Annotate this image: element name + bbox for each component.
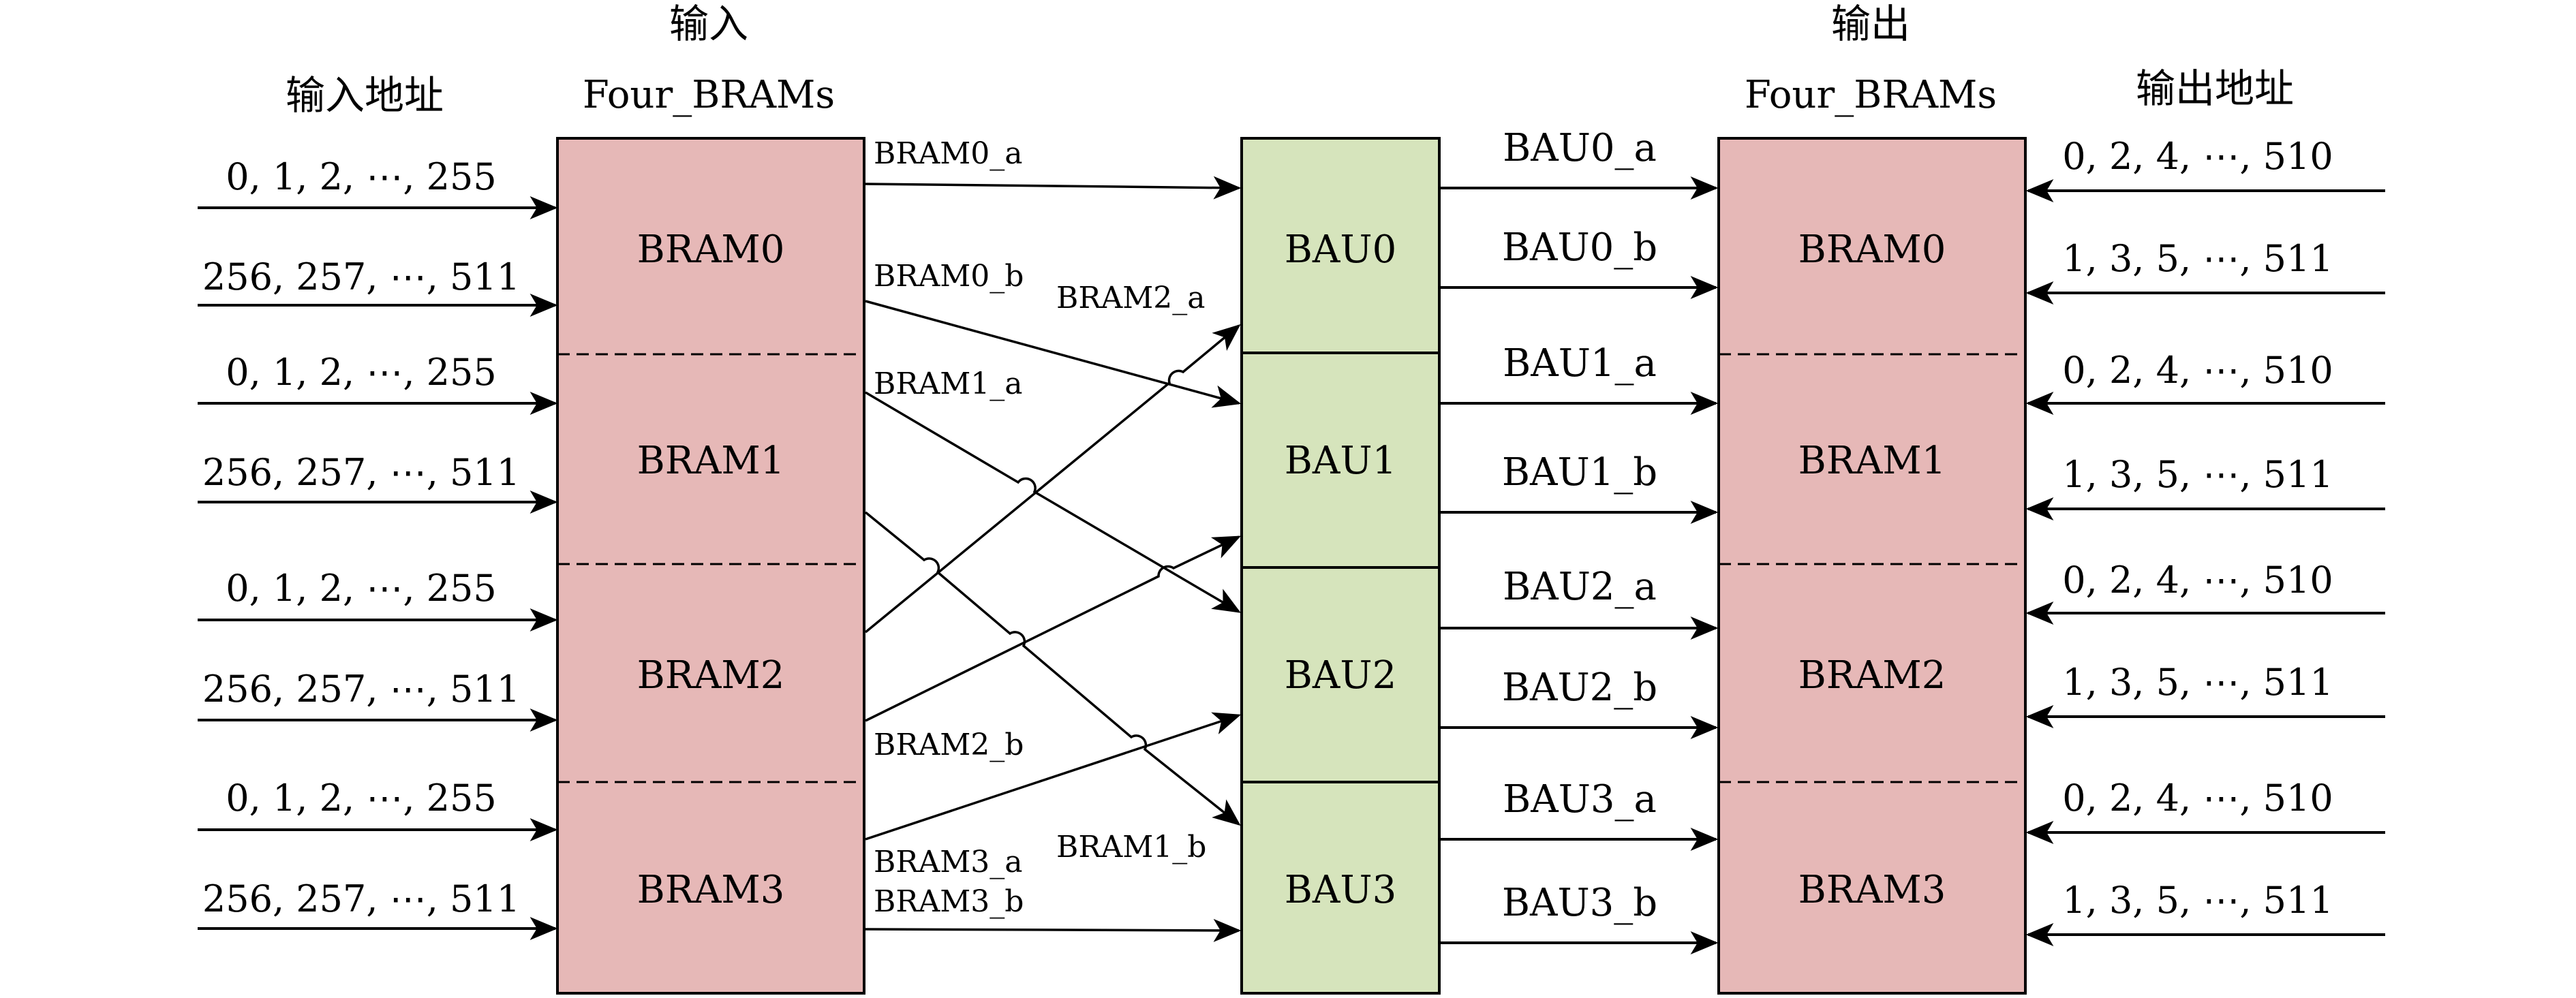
input-address-label: 0, 1, 2, ⋯, 255 [226, 351, 496, 394]
output-address-label: 0, 2, 4, ⋯, 510 [2062, 135, 2333, 178]
wire-bram1-a [865, 391, 1241, 613]
wire-bram2-b [865, 535, 1242, 722]
output-address-label: 1, 3, 5, ⋯, 511 [2062, 661, 2333, 704]
left-bram-group-label: Four_BRAMs [583, 73, 835, 117]
output-address-label: 0, 2, 4, ⋯, 510 [2062, 559, 2333, 602]
bau-output-label: BAU0_a [1503, 126, 1657, 170]
wire-label-bram2-b: BRAM2_b [874, 728, 1024, 762]
right-bram2-label: BRAM2 [1798, 653, 1946, 698]
wire-label-bram1-a: BRAM1_a [874, 367, 1023, 401]
input-address-title: 输入地址 [286, 72, 444, 119]
wire-label-bram2-a: BRAM2_a [1056, 281, 1206, 315]
wire-bram1-b [864, 511, 1241, 826]
input-address-label: 0, 1, 2, ⋯, 255 [226, 155, 496, 198]
input-address-label: 0, 1, 2, ⋯, 255 [226, 567, 496, 610]
bau-column: BAU0 BAU1 BAU2 BAU3 [1240, 137, 1441, 995]
left-bram3-label: BRAM3 [637, 868, 785, 912]
wire-label-bram1-b: BRAM1_b [1056, 830, 1206, 864]
input-address-label: 256, 257, ⋯, 511 [202, 668, 520, 711]
right-bram0-label: BRAM0 [1798, 228, 1946, 272]
wire-bram0-a [865, 176, 1242, 200]
right-bram3-label: BRAM3 [1798, 868, 1946, 912]
left-bram-block: BRAM0 BRAM1 BRAM2 BRAM3 [556, 137, 865, 995]
bau-output-label: BAU2_b [1502, 666, 1657, 710]
right-bram1-label: BRAM1 [1798, 439, 1946, 483]
bau-output-label: BAU1_b [1502, 450, 1657, 495]
bau-output-wires [1441, 176, 1719, 954]
bau-output-label: BAU3_b [1502, 881, 1657, 925]
input-addresses [198, 196, 558, 940]
input-address-label: 256, 257, ⋯, 511 [202, 255, 520, 298]
bau3-label: BAU3 [1285, 868, 1396, 912]
output-address-label: 1, 3, 5, ⋯, 511 [2062, 879, 2333, 922]
bau-output-label: BAU2_a [1503, 565, 1657, 609]
left-bram2-label: BRAM2 [637, 653, 785, 698]
output-address-label: 1, 3, 5, ⋯, 511 [2062, 237, 2333, 280]
bau-output-label: BAU1_a [1503, 341, 1657, 386]
bau-output-label: BAU0_b [1502, 225, 1657, 270]
bau2-label: BAU2 [1285, 653, 1396, 698]
wire-label-bram0-b: BRAM0_b [874, 259, 1024, 294]
left-bram1-label: BRAM1 [637, 439, 785, 483]
wire-bram3-b [865, 918, 1242, 942]
wire-bram2-a [864, 324, 1241, 634]
output-title: 输出 [1831, 1, 1910, 47]
input-address-label: 256, 257, ⋯, 511 [202, 451, 520, 494]
wire-bram3-a [865, 712, 1242, 841]
bau-output-label: BAU3_a [1503, 777, 1657, 822]
right-bram-block: BRAM0 BRAM1 BRAM2 BRAM3 [1717, 137, 2027, 995]
input-address-label: 256, 257, ⋯, 511 [202, 877, 520, 920]
input-title: 输入 [669, 1, 748, 47]
output-addresses [2025, 179, 2385, 946]
wire-label-bram0-a: BRAM0_a [874, 136, 1023, 171]
bau0-label: BAU0 [1285, 228, 1396, 272]
output-address-label: 0, 2, 4, ⋯, 510 [2062, 777, 2333, 820]
output-address-label: 0, 2, 4, ⋯, 510 [2062, 349, 2333, 392]
wire-label-bram3-a: BRAM3_a [874, 845, 1023, 879]
output-address-title: 输出地址 [2136, 65, 2294, 112]
output-address-label: 1, 3, 5, ⋯, 511 [2062, 453, 2333, 496]
wire-label-bram3-b: BRAM3_b [874, 884, 1024, 919]
left-bram0-label: BRAM0 [637, 228, 785, 272]
wire-bram0-b [865, 300, 1242, 408]
crossbar [864, 176, 1242, 942]
input-address-label: 0, 1, 2, ⋯, 255 [226, 777, 496, 820]
right-bram-group-label: Four_BRAMs [1745, 73, 1997, 117]
bau1-label: BAU1 [1285, 439, 1396, 483]
